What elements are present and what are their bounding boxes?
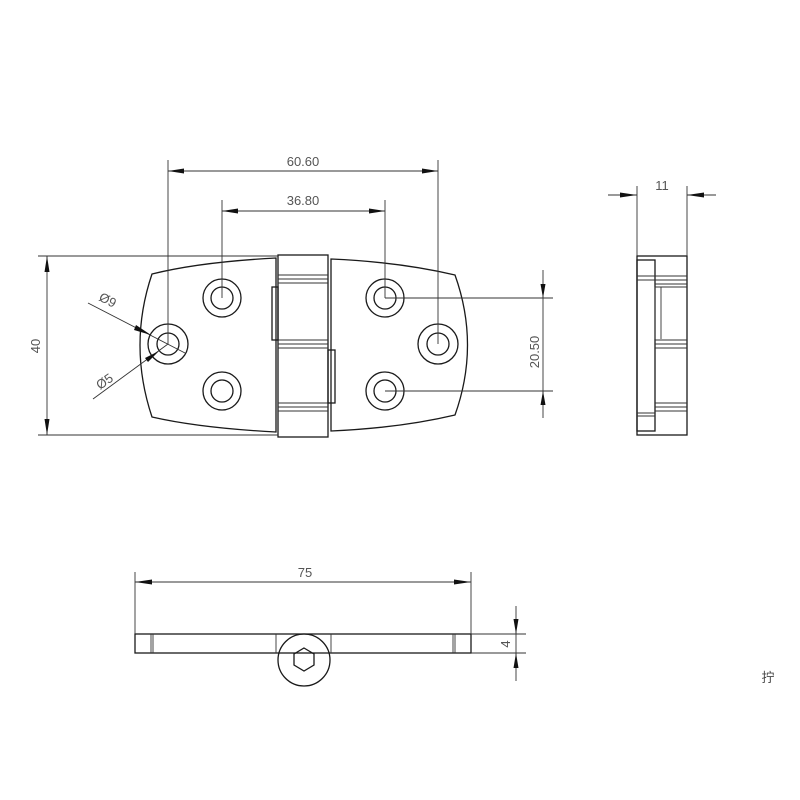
dimension-4: 4 (471, 606, 526, 681)
dim-label-dia-9: Ø9 (97, 289, 119, 310)
hex-socket-icon (293, 647, 315, 672)
bottom-view: 75 4 (134, 565, 526, 687)
dim-label-60-60: 60.60 (287, 154, 320, 169)
knuckle (277, 254, 329, 438)
side-view: 11 (608, 178, 716, 436)
dim-label-4: 4 (498, 640, 513, 647)
right-leaf-outline (330, 258, 469, 432)
dimension-11: 11 (608, 178, 716, 256)
screw-holes (147, 278, 459, 411)
left-leaf-outline (139, 257, 277, 433)
dim-label-dia-5: Ø5 (93, 370, 116, 392)
drawing-note: 拧 (761, 671, 774, 686)
knuckle-pin (277, 633, 331, 687)
dim-label-11: 11 (655, 178, 669, 193)
dimension-diameter-5: Ø5 (92, 343, 169, 400)
dimension-60-60: 60.60 (167, 154, 439, 344)
dimension-75: 75 (134, 565, 472, 634)
knuckle-bands (278, 274, 328, 412)
dim-label-20-50: 20.50 (527, 336, 542, 369)
dim-label-36-80: 36.80 (287, 193, 320, 208)
top-view: 60.60 36.80 40 20.50 (28, 154, 553, 438)
dimension-36-80: 36.80 (221, 193, 386, 298)
dimension-40: 40 (28, 255, 278, 436)
dimension-20-50: 20.50 (385, 270, 553, 418)
dimension-diameter-9: Ø9 (87, 289, 186, 354)
knuckle-tab-right (327, 349, 336, 404)
dim-label-75: 75 (298, 565, 312, 580)
knuckle-tab-left (271, 286, 279, 341)
dim-label-40: 40 (28, 339, 43, 353)
